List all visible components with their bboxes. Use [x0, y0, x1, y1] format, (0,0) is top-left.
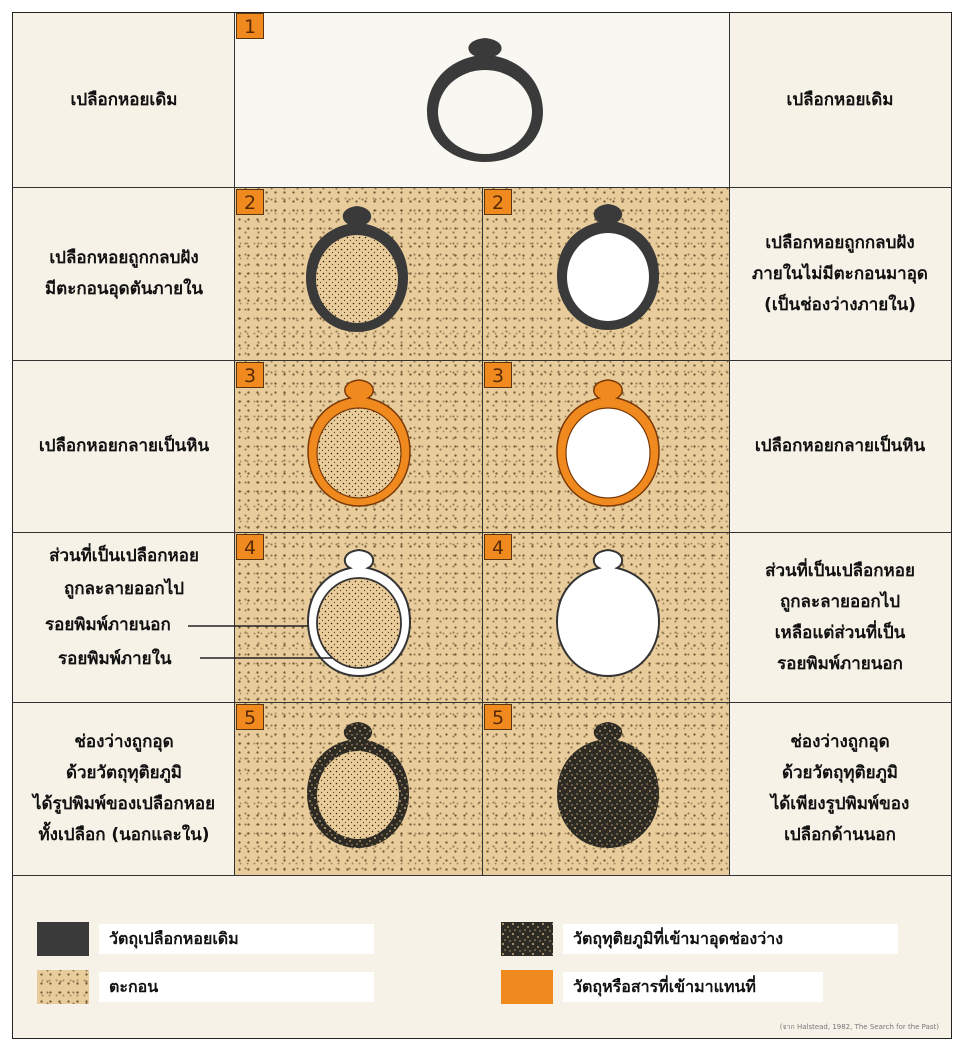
stage-4-left-label: ส่วนที่เป็นเปลือกหอย ถูกละลายออกไป — [14, 540, 234, 606]
stage-5-right-label: ช่องว่างถูกอุด ด้วยวัตถุทุติยภูมิ ได้เพี… — [730, 703, 950, 875]
sediment-swatch — [37, 970, 89, 1004]
fossilized-filled-shell-diagram — [294, 374, 424, 514]
legend-label-secondary: วัตถุทุติยภูมิที่เข้ามาอุดช่องว่าง — [563, 924, 898, 954]
callout-leader-lines — [180, 615, 340, 665]
stage-1-left-label: เปลือกหอยเดิม — [14, 13, 234, 187]
legend-label-replacement: วัตถุหรือสารที่เข้ามาแทนที่ — [563, 972, 823, 1002]
legend-item-replacement: วัตถุหรือสารที่เข้ามาแทนที่ — [501, 970, 823, 1004]
secondary-material-swatch — [501, 922, 553, 956]
buried-filled-shell-diagram — [292, 200, 422, 340]
legend-item-shell: วัตถุเปลือกหอยเดิม — [37, 922, 374, 956]
dissolved-hollow-shell-diagram — [543, 544, 673, 684]
stage-2-right-badge: 2 — [484, 189, 512, 215]
legend-label-sediment: ตะกอน — [99, 972, 374, 1002]
stage-4-right-label: ส่วนที่เป็นเปลือกหอย ถูกละลายออกไป เหลือ… — [730, 533, 950, 702]
original-shell-diagram — [405, 30, 565, 170]
fossilized-hollow-shell-diagram — [543, 374, 673, 514]
outer-mold-callout: รอยพิมพ์ภายนอก — [45, 611, 171, 638]
stage-3-left-badge: 3 — [236, 362, 264, 388]
cast-hollow-shell-diagram — [543, 716, 673, 856]
inner-mold-callout: รอยพิมพ์ภายใน — [58, 645, 172, 672]
stage-4-left-badge: 4 — [236, 534, 264, 560]
cast-filled-shell-diagram — [293, 716, 423, 856]
stage-5-left-label: ช่องว่างถูกอุด ด้วยวัตถุทุติยภูมิ ได้รูป… — [14, 703, 234, 875]
legend-label-shell: วัตถุเปลือกหอยเดิม — [99, 924, 374, 954]
stage-1-right-label: เปลือกหอยเดิม — [730, 13, 950, 187]
stage-5-right-badge: 5 — [484, 704, 512, 730]
legend-item-sediment: ตะกอน — [37, 970, 374, 1004]
stage-3-left-label: เปลือกหอยกลายเป็นหิน — [14, 361, 234, 532]
stage-2-left-badge: 2 — [236, 189, 264, 215]
shell-swatch — [37, 922, 89, 956]
replacement-swatch — [501, 970, 553, 1004]
stage-3-right-badge: 3 — [484, 362, 512, 388]
stage-5-left-badge: 5 — [236, 704, 264, 730]
stage-4-right-badge: 4 — [484, 534, 512, 560]
stage-2-left-label: เปลือกหอยถูกกลบฝัง มีตะกอนอุดตันภายใน — [14, 188, 234, 360]
stage-2-right-label: เปลือกหอยถูกกลบฝัง ภายในไม่มีตะกอนมาอุด … — [730, 188, 950, 360]
grid-line — [12, 875, 952, 876]
buried-hollow-shell-diagram — [543, 198, 673, 338]
stage-3-right-label: เปลือกหอยกลายเป็นหิน — [730, 361, 950, 532]
source-credit: (จาก Halstead, 1982, The Search for the … — [780, 1022, 939, 1033]
stage-1-badge: 1 — [236, 13, 264, 39]
legend-item-secondary: วัตถุทุติยภูมิที่เข้ามาอุดช่องว่าง — [501, 922, 898, 956]
